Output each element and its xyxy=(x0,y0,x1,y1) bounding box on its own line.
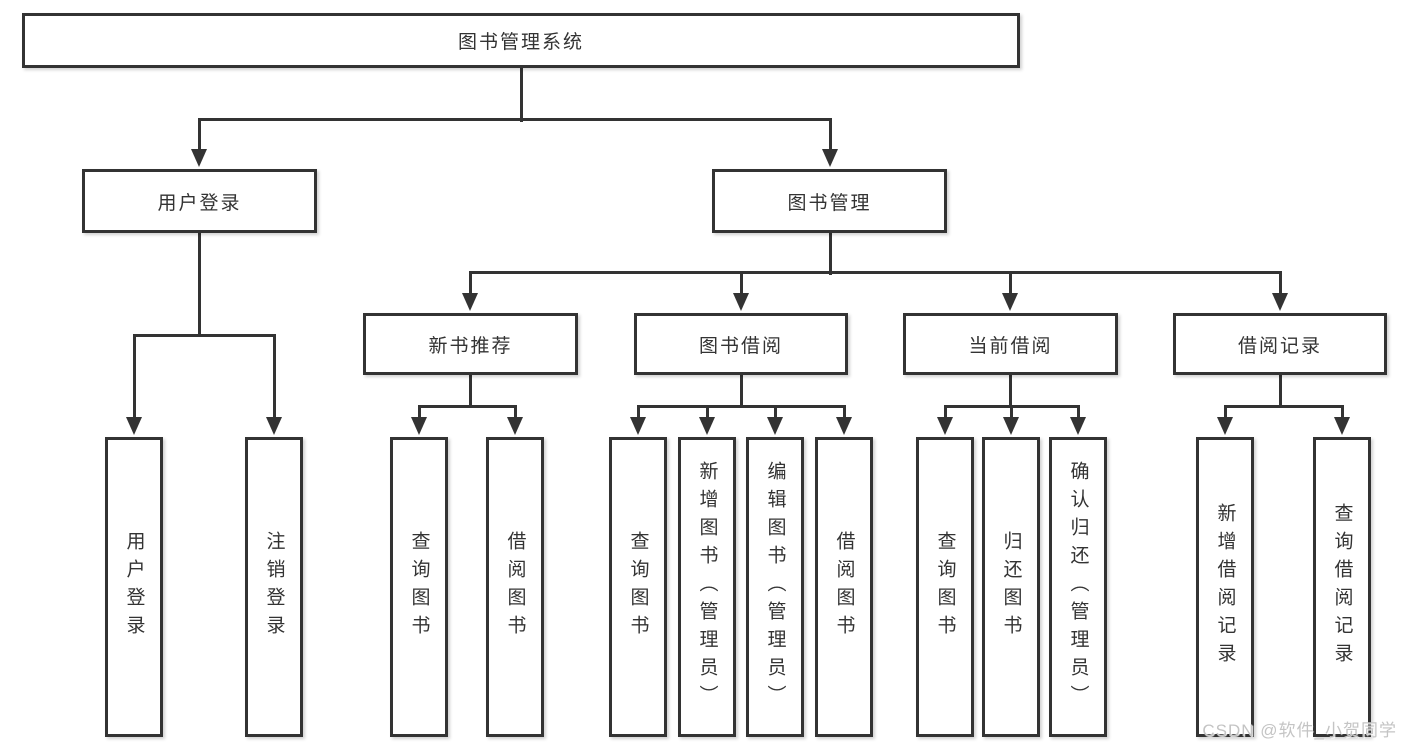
connector-line xyxy=(1223,404,1344,408)
arrow-down-icon xyxy=(1003,417,1019,435)
connector-line xyxy=(132,333,276,337)
node-label: 图书管理系统 xyxy=(457,32,584,53)
node-label: 查询图书 xyxy=(408,531,430,643)
connector-line xyxy=(705,406,709,419)
connector-line xyxy=(943,406,947,419)
node-current-borrow: 当前借阅 xyxy=(903,313,1118,375)
arrow-down-icon xyxy=(411,417,427,435)
connector-line xyxy=(1278,375,1282,408)
arrow-down-icon xyxy=(699,417,715,435)
node-label: 新增借阅记录 xyxy=(1214,503,1236,671)
arrow-down-icon xyxy=(191,149,207,167)
node-leaf-bb-query: 查询图书 xyxy=(609,437,667,737)
arrow-down-icon xyxy=(126,417,142,435)
node-label: 新增图书（管理员） xyxy=(696,461,718,713)
node-leaf-br-query: 查询借阅记录 xyxy=(1313,437,1371,737)
node-label: 当前借阅 xyxy=(968,335,1053,357)
connector-line xyxy=(1076,406,1080,419)
node-label: 用户登录 xyxy=(123,531,145,643)
node-book-borrow: 图书借阅 xyxy=(634,313,848,375)
connector-line xyxy=(513,406,517,419)
node-user-login: 用户登录 xyxy=(82,169,317,233)
connector-line xyxy=(519,67,523,122)
connector-line xyxy=(636,404,846,408)
node-label: 用户登录 xyxy=(157,192,242,214)
arrow-down-icon xyxy=(462,293,478,311)
node-book-mgmt: 图书管理 xyxy=(712,169,947,233)
arrow-down-icon xyxy=(507,417,523,435)
node-sys: 图书管理系统 xyxy=(22,13,1020,68)
node-leaf-bb-edit: 编辑图书（管理员） xyxy=(746,437,804,737)
node-leaf-nr-query: 查询图书 xyxy=(390,437,448,737)
node-label: 注销登录 xyxy=(263,531,285,643)
node-label: 查询图书 xyxy=(627,531,649,643)
arrow-down-icon xyxy=(630,417,646,435)
connector-line xyxy=(739,375,743,408)
node-borrow-record: 借阅记录 xyxy=(1173,313,1387,375)
connector-line xyxy=(197,119,201,151)
connector-line xyxy=(739,272,743,295)
connector-line xyxy=(842,406,846,419)
connector-line xyxy=(132,335,136,419)
node-leaf-nr-borrow: 借阅图书 xyxy=(486,437,544,737)
node-label: 新书推荐 xyxy=(428,335,513,357)
connector-line xyxy=(828,119,832,151)
connector-line xyxy=(468,270,1282,274)
connector-line xyxy=(1008,375,1012,408)
connector-line xyxy=(636,406,640,419)
connector-line xyxy=(197,233,201,337)
connector-line xyxy=(1008,272,1012,295)
node-leaf-logout: 注销登录 xyxy=(245,437,303,737)
node-leaf-bb-borrow: 借阅图书 xyxy=(815,437,873,737)
arrow-down-icon xyxy=(937,417,953,435)
arrow-down-icon xyxy=(1002,293,1018,311)
node-label: 查询图书 xyxy=(934,531,956,643)
node-leaf-user-login: 用户登录 xyxy=(105,437,163,737)
node-leaf-cb-confirm: 确认归还（管理员） xyxy=(1049,437,1107,737)
node-leaf-bb-add: 新增图书（管理员） xyxy=(678,437,736,737)
arrow-down-icon xyxy=(266,417,282,435)
connector-line xyxy=(1278,272,1282,295)
arrow-down-icon xyxy=(1334,417,1350,435)
connector-line xyxy=(1340,406,1344,419)
node-leaf-cb-return: 归还图书 xyxy=(982,437,1040,737)
node-label: 确认归还（管理员） xyxy=(1067,461,1089,713)
node-label: 编辑图书（管理员） xyxy=(764,461,786,713)
node-leaf-br-add: 新增借阅记录 xyxy=(1196,437,1254,737)
arrow-down-icon xyxy=(1272,293,1288,311)
connector-line xyxy=(1009,406,1013,419)
arrow-down-icon xyxy=(822,149,838,167)
connector-line xyxy=(1223,406,1227,419)
arrow-down-icon xyxy=(1070,417,1086,435)
node-new-rec: 新书推荐 xyxy=(363,313,578,375)
connector-line xyxy=(417,404,517,408)
connector-line xyxy=(828,233,832,275)
arrow-down-icon xyxy=(1217,417,1233,435)
arrow-down-icon xyxy=(767,417,783,435)
node-label: 图书借阅 xyxy=(698,335,783,357)
arrow-down-icon xyxy=(733,293,749,311)
connector-line xyxy=(468,272,472,295)
node-label: 图书管理 xyxy=(787,192,872,214)
node-leaf-cb-query: 查询图书 xyxy=(916,437,974,737)
connector-line xyxy=(773,406,777,419)
connector-line xyxy=(197,117,832,121)
node-label: 借阅记录 xyxy=(1237,335,1322,357)
connector-line xyxy=(272,335,276,419)
node-label: 归还图书 xyxy=(1000,531,1022,643)
node-label: 借阅图书 xyxy=(504,531,526,643)
node-label: 查询借阅记录 xyxy=(1331,503,1353,671)
connector-line xyxy=(417,406,421,419)
arrow-down-icon xyxy=(836,417,852,435)
node-label: 借阅图书 xyxy=(833,531,855,643)
connector-line xyxy=(468,375,472,408)
